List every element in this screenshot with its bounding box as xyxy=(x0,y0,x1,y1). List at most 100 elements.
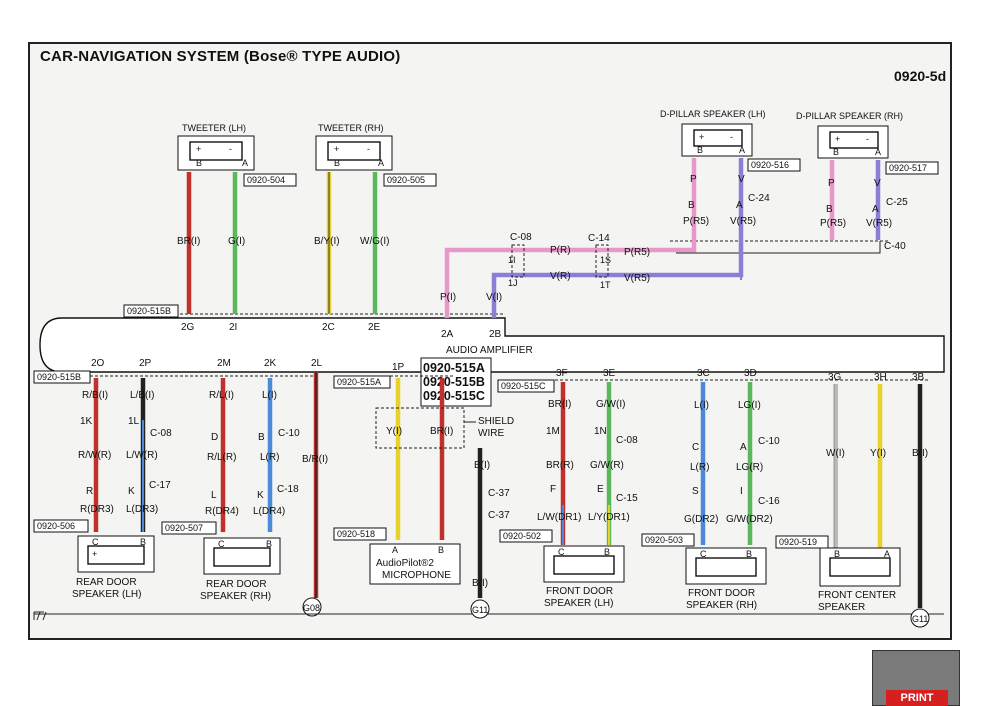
connector-0920-519 xyxy=(775,535,829,549)
svg-text:0920-517: 0920-517 xyxy=(889,163,927,173)
svg-text:SPEAKER (LH): SPEAKER (LH) xyxy=(544,598,613,609)
svg-text:B: B xyxy=(196,158,202,168)
svg-text:C: C xyxy=(692,442,699,453)
svg-text:P: P xyxy=(690,174,697,185)
svg-text:1N: 1N xyxy=(594,426,607,437)
svg-text:+: + xyxy=(334,144,339,154)
svg-text:P(I): P(I) xyxy=(440,292,456,303)
svg-text:C-16: C-16 xyxy=(758,496,780,507)
svg-text:G08: G08 xyxy=(303,603,320,613)
svg-text:2E: 2E xyxy=(368,322,381,333)
svg-text:2C: 2C xyxy=(322,322,335,333)
connector-0920-506 xyxy=(33,519,89,533)
connector-0920-515c xyxy=(497,379,555,393)
svg-text:R(DR3): R(DR3) xyxy=(80,504,114,515)
svg-text:L(I): L(I) xyxy=(694,400,709,411)
svg-text:-: - xyxy=(367,144,370,154)
svg-text:V: V xyxy=(738,174,745,185)
svg-text:1S: 1S xyxy=(600,255,611,265)
amp-connector-c: 0920-515C xyxy=(423,389,485,403)
svg-text:2O: 2O xyxy=(91,358,105,369)
svg-text:A: A xyxy=(392,545,398,555)
svg-text:L(DR3): L(DR3) xyxy=(126,504,158,515)
svg-text:1L: 1L xyxy=(128,416,140,427)
wire-g-i: G(I) xyxy=(228,236,245,247)
svg-text:B: B xyxy=(688,200,695,211)
svg-text:L/B(I): L/B(I) xyxy=(130,390,154,401)
svg-text:A: A xyxy=(736,200,743,211)
svg-text:P(R): P(R) xyxy=(550,245,571,256)
svg-text:C-08: C-08 xyxy=(150,428,172,439)
svg-text:-: - xyxy=(730,132,733,142)
svg-text:0920-506: 0920-506 xyxy=(37,521,75,531)
svg-text:L(DR4): L(DR4) xyxy=(253,506,285,517)
svg-text:G/W(R): G/W(R) xyxy=(590,460,624,471)
svg-text:V(R5): V(R5) xyxy=(730,216,756,227)
svg-text:C-14: C-14 xyxy=(588,233,610,244)
svg-text:B(I): B(I) xyxy=(472,578,488,589)
svg-text:V: V xyxy=(874,178,881,189)
tweeter-rh-label: TWEETER (RH) xyxy=(318,123,384,133)
svg-text:C-24: C-24 xyxy=(748,193,770,204)
svg-text:2M: 2M xyxy=(217,358,231,369)
svg-text:3E: 3E xyxy=(603,368,616,379)
svg-text:V(R5): V(R5) xyxy=(624,273,650,284)
print-button[interactable]: PRINT xyxy=(886,690,948,706)
svg-text:LG(I): LG(I) xyxy=(738,400,761,411)
amp-connector-a: 0920-515A xyxy=(423,361,485,375)
svg-text:D: D xyxy=(211,432,218,443)
audio-amplifier: AUDIO AMPLIFIER xyxy=(39,317,945,373)
svg-text:+: + xyxy=(92,549,97,559)
svg-text:L(R): L(R) xyxy=(260,452,279,463)
dpillar-rh-label: D-PILLAR SPEAKER (RH) xyxy=(796,111,903,121)
amp-connector-b: 0920-515B xyxy=(423,375,485,389)
svg-text:C: C xyxy=(558,547,565,557)
svg-text:L/Y(DR1): L/Y(DR1) xyxy=(588,512,630,523)
svg-text:B: B xyxy=(266,539,272,549)
svg-text:0920-515A: 0920-515A xyxy=(337,377,381,387)
svg-text:FRONT DOOR: FRONT DOOR xyxy=(688,588,755,599)
svg-text:2I: 2I xyxy=(229,322,237,333)
svg-text:0920-516: 0920-516 xyxy=(751,160,789,170)
svg-text:0920-505: 0920-505 xyxy=(387,175,425,185)
connector-0920-502 xyxy=(499,529,553,543)
svg-text:1K: 1K xyxy=(80,416,93,427)
svg-text:V(I): V(I) xyxy=(486,292,502,303)
svg-text:2G: 2G xyxy=(181,322,195,333)
svg-text:P: P xyxy=(828,178,835,189)
svg-text:B/R(I): B/R(I) xyxy=(302,454,328,465)
wire-br-i: BR(I) xyxy=(177,236,200,247)
svg-text:L(R): L(R) xyxy=(690,462,709,473)
svg-text:A: A xyxy=(740,442,747,453)
svg-text:L(I): L(I) xyxy=(262,390,277,401)
svg-text:K: K xyxy=(128,486,135,497)
svg-text:G11: G11 xyxy=(912,614,928,624)
svg-text:0920-518: 0920-518 xyxy=(337,529,375,539)
svg-text:V(R5): V(R5) xyxy=(866,218,892,229)
svg-text:3C: 3C xyxy=(697,368,710,379)
svg-text:2P: 2P xyxy=(139,358,152,369)
amplifier-label: AUDIO AMPLIFIER xyxy=(446,345,533,356)
svg-text:REAR DOOR: REAR DOOR xyxy=(76,577,137,588)
svg-text:-: - xyxy=(229,144,232,154)
svg-text:Y(I): Y(I) xyxy=(386,426,402,437)
svg-text:G11: G11 xyxy=(472,605,488,615)
svg-text:MICROPHONE: MICROPHONE xyxy=(382,570,451,581)
svg-text:C-40: C-40 xyxy=(884,241,906,252)
svg-text:BR(I): BR(I) xyxy=(548,399,571,410)
svg-text:P(R5): P(R5) xyxy=(820,218,846,229)
svg-text:1T: 1T xyxy=(600,280,611,290)
page-number: 0920-5d xyxy=(894,68,947,84)
svg-text:0920-503: 0920-503 xyxy=(645,535,683,545)
svg-text:C: C xyxy=(700,549,707,559)
svg-text:R/L(I): R/L(I) xyxy=(209,390,234,401)
svg-text:-: - xyxy=(866,134,869,144)
svg-text:B: B xyxy=(438,545,444,555)
ground-g11-mid xyxy=(470,599,490,619)
svg-text:A: A xyxy=(739,145,745,155)
svg-text:B(I): B(I) xyxy=(474,460,490,471)
svg-text:SHIELD: SHIELD xyxy=(478,416,514,427)
svg-text:SPEAKER (RH): SPEAKER (RH) xyxy=(686,600,757,611)
svg-text:3G: 3G xyxy=(828,372,842,383)
